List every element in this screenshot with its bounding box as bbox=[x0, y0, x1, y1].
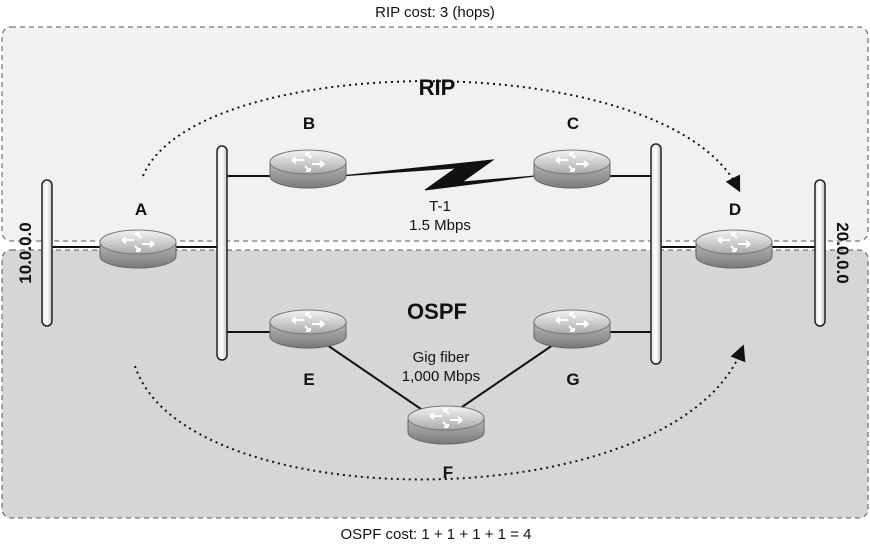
router-c-icon[interactable] bbox=[533, 149, 611, 189]
rip-zone-label: RIP bbox=[419, 75, 456, 100]
router-e-label: E bbox=[303, 370, 314, 389]
router-d-icon[interactable] bbox=[695, 229, 773, 269]
network-right-label: 20.0.0.0 bbox=[833, 222, 852, 283]
router-c-label: C bbox=[567, 114, 579, 133]
t1-link-label-line1: T-1 bbox=[429, 198, 451, 215]
t1-link-label-line2: 1.5 Mbps bbox=[409, 217, 471, 234]
router-b-icon[interactable] bbox=[269, 149, 347, 189]
router-d-label: D bbox=[729, 200, 741, 219]
router-f-label: F bbox=[443, 463, 453, 482]
router-g-label: G bbox=[566, 370, 579, 389]
ospf-zone-label: OSPF bbox=[407, 299, 467, 324]
segment-pole-ab bbox=[216, 145, 228, 361]
router-b-label: B bbox=[303, 114, 315, 133]
segment-pole-right bbox=[814, 179, 826, 327]
network-left-label: 10.0.0.0 bbox=[16, 222, 35, 283]
router-f-icon[interactable] bbox=[407, 405, 485, 445]
router-g-icon[interactable] bbox=[533, 309, 611, 349]
router-a-icon[interactable] bbox=[99, 229, 177, 269]
rip-cost-label: RIP cost: 3 (hops) bbox=[375, 4, 495, 21]
gig-link-label-line2: 1,000 Mbps bbox=[402, 368, 480, 385]
router-a-label: A bbox=[135, 200, 147, 219]
ospf-cost-label: OSPF cost: 1 + 1 + 1 + 1 = 4 bbox=[341, 526, 532, 543]
segment-pole-left bbox=[41, 179, 53, 327]
gig-link-label-line1: Gig fiber bbox=[413, 349, 470, 366]
rip-path-arrow bbox=[142, 80, 741, 193]
segment-pole-cd bbox=[650, 143, 662, 365]
router-e-icon[interactable] bbox=[269, 309, 347, 349]
